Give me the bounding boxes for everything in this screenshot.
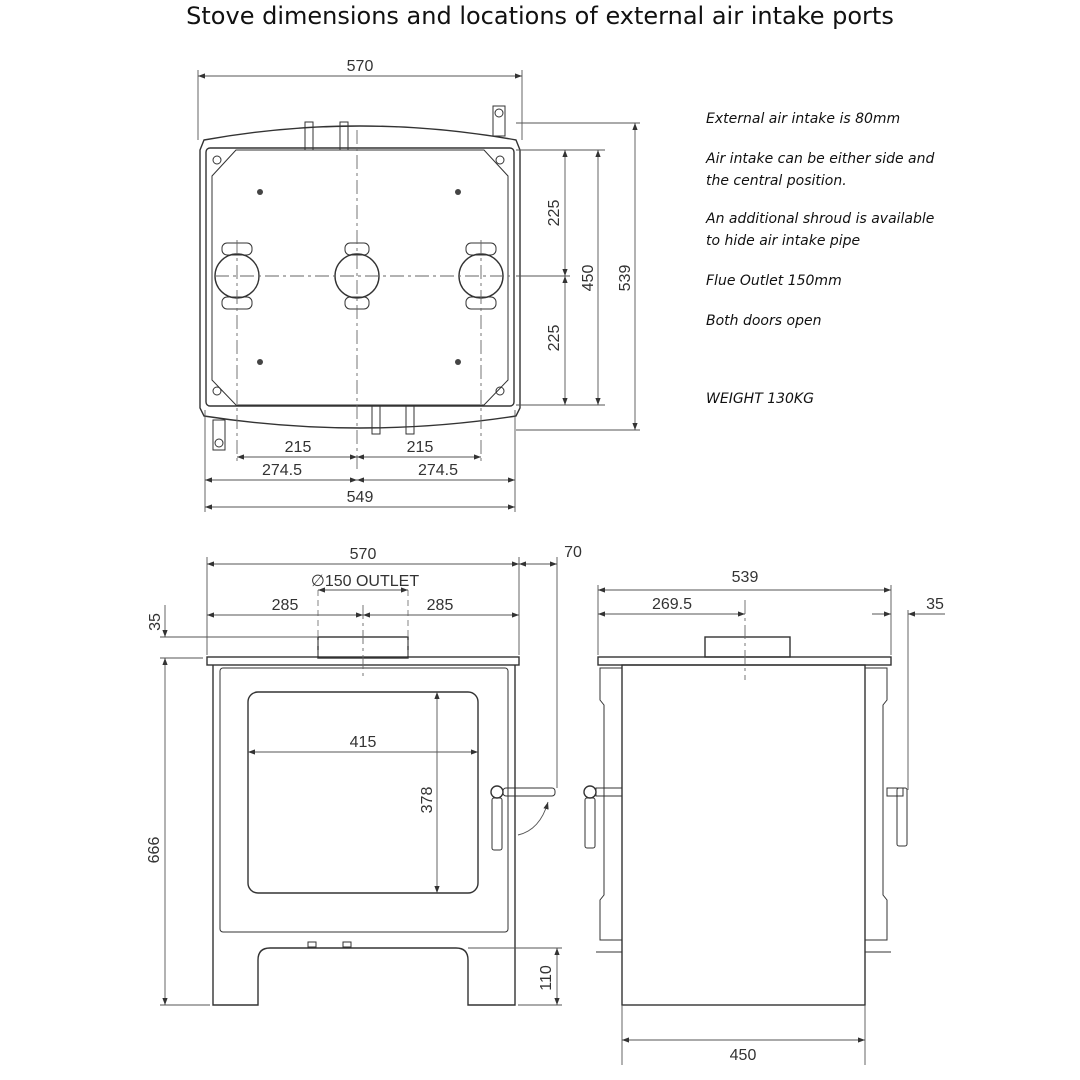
dim-half-width-right: 274.5 [418,462,458,479]
dim-side-body-depth: 450 [730,1047,757,1064]
diagram-title: Stove dimensions and locations of extern… [186,2,894,30]
dim-port-left-offset: 215 [285,439,312,456]
note-weight: WEIGHT 130KG [706,391,814,407]
note-air-intake-size: External air intake is 80mm [706,111,901,127]
note-shroud-2: to hide air intake pipe [706,233,861,249]
dim-side-depth: 539 [732,569,759,586]
dim-outlet-center-right: 285 [427,597,454,614]
dim-base-width: 549 [347,489,374,506]
dim-top-depth-inner: 450 [580,265,597,292]
dim-glass-width: 415 [350,734,377,751]
front-view: 570 70 ∅150 OUTLET 285 285 35 666 415 37… [146,544,582,1006]
door-handle-side-left [583,785,623,849]
dim-glass-height: 378 [419,787,436,814]
note-flue-outlet: Flue Outlet 150mm [706,273,842,289]
note-doors: Both doors open [706,313,822,329]
note-intake-position-2: the central position. [706,173,847,189]
dim-top-width: 570 [347,58,374,75]
note-shroud-1: An additional shroud is available [706,211,935,227]
outlet-label: ∅150 OUTLET [311,573,419,590]
dim-top-depth-half-2: 225 [546,325,563,352]
dim-port-right-offset: 215 [407,439,434,456]
dim-front-height: 666 [146,837,163,864]
side-view: 539 269.5 35 450 [583,569,945,1065]
dim-front-width: 570 [350,546,377,563]
door-handle-side-right [886,787,908,847]
dim-top-depth-half-1: 225 [546,200,563,227]
dim-top-depth-overall: 539 [617,265,634,292]
dim-handle-projection: 70 [564,544,582,561]
top-view: 570 225 225 450 539 215 215 274.5 274.5 … [197,58,640,512]
dim-half-width-left: 274.5 [262,462,302,479]
dim-top-thickness: 35 [147,613,164,631]
door-glass [247,691,479,894]
dim-outlet-center-left: 285 [272,597,299,614]
door-handle-front [490,785,556,851]
note-intake-position-1: Air intake can be either side and [706,151,935,167]
dim-side-outlet-center: 269.5 [652,596,692,613]
dim-leg-height: 110 [538,965,555,991]
dim-side-top-overhang: 35 [926,596,944,613]
